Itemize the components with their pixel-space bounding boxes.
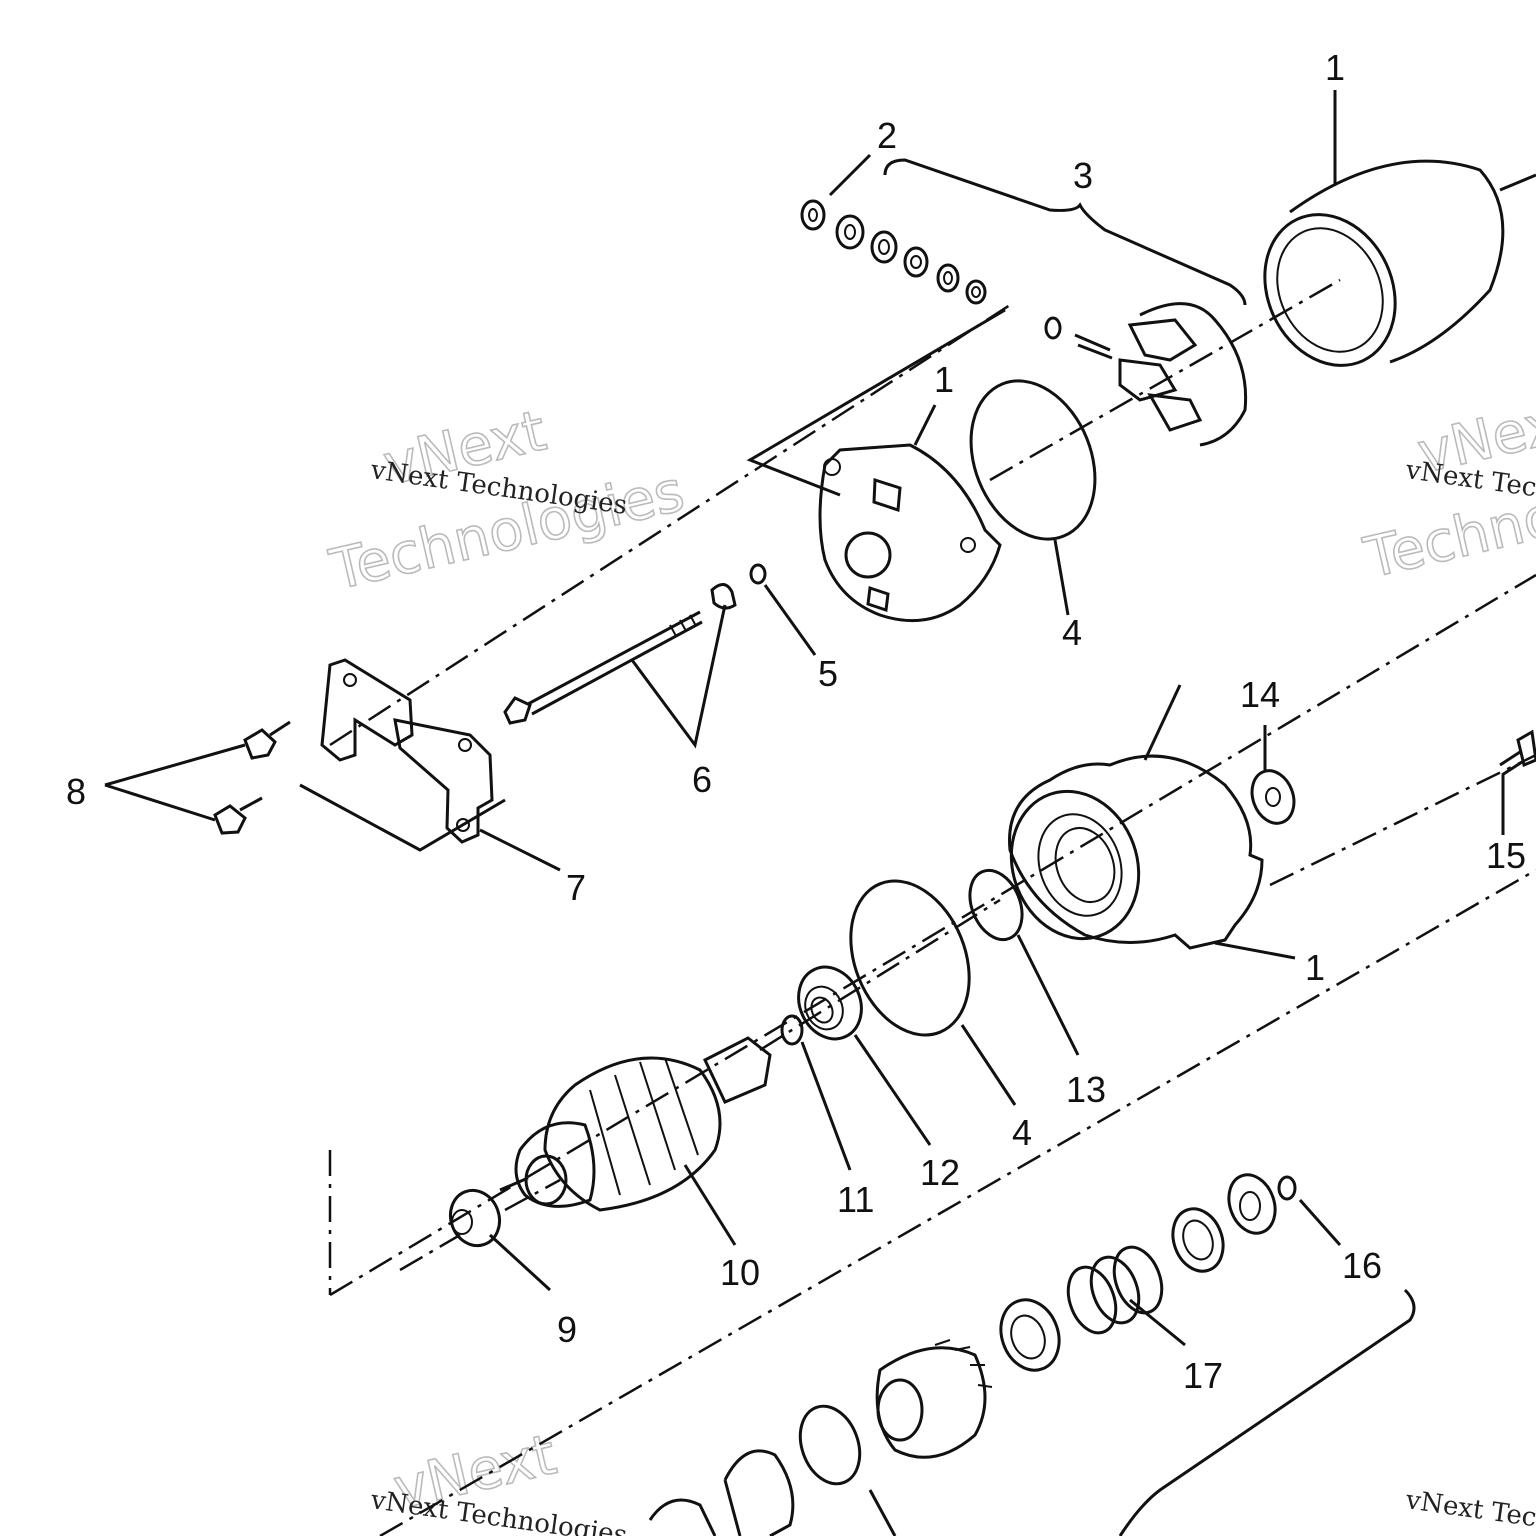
- clutch-washers: [1227, 1173, 1297, 1235]
- callout-9: 9: [557, 1309, 577, 1350]
- long-screw: [1499, 729, 1536, 777]
- thrust-washer: [1250, 769, 1296, 825]
- callout-4-bottom: 4: [1012, 1112, 1032, 1153]
- ball-bearing: [797, 965, 863, 1041]
- watermark-small-bottom-right: vNext Technologies: [1403, 1485, 1536, 1536]
- o-ring-bottom: [849, 879, 971, 1037]
- callout-5: 5: [818, 653, 838, 694]
- callout-numbers: 1 2 3 1 4 5 6 7 8 14 15 1 13 4 12 11 10 …: [66, 47, 1526, 1396]
- small-washer: [749, 563, 767, 585]
- bracket-bolts: [213, 720, 291, 835]
- snap-ring: [780, 1014, 804, 1046]
- callout-15: 15: [1486, 835, 1526, 876]
- through-bolt: [503, 583, 737, 725]
- callout-1-top: 1: [1325, 47, 1345, 88]
- callout-2: 2: [877, 115, 897, 156]
- callout-16: 16: [1342, 1245, 1382, 1286]
- callout-12: 12: [920, 1152, 960, 1193]
- drive-spring: [999, 1207, 1225, 1372]
- rear-end-cover: [818, 443, 1002, 623]
- front-drive-housing: [1008, 754, 1264, 950]
- o-ring-top: [969, 379, 1097, 541]
- washer-stack: [800, 199, 987, 305]
- callout-17: 17: [1183, 1355, 1223, 1396]
- motor-yoke-housing: [1263, 159, 1536, 367]
- mounting-bracket: [320, 658, 494, 844]
- callout-13: 13: [1066, 1069, 1106, 1110]
- callout-7: 7: [566, 867, 586, 908]
- callout-1-mid: 1: [934, 359, 954, 400]
- callout-14: 14: [1240, 674, 1280, 715]
- overrunning-clutch: [648, 1339, 993, 1536]
- callout-4-top: 4: [1062, 612, 1082, 653]
- o-ring-small: [968, 868, 1024, 942]
- rear-bushing: [448, 1188, 502, 1248]
- armature: [499, 1036, 772, 1212]
- callout-1-right: 1: [1305, 947, 1325, 988]
- callout-6: 6: [692, 759, 712, 800]
- callout-3: 3: [1073, 155, 1093, 196]
- callout-8: 8: [66, 771, 86, 812]
- leader-lines: [104, 90, 1505, 1536]
- brush-holder-assembly: [1044, 302, 1248, 447]
- callout-10: 10: [720, 1252, 760, 1293]
- callout-11: 11: [837, 1179, 874, 1220]
